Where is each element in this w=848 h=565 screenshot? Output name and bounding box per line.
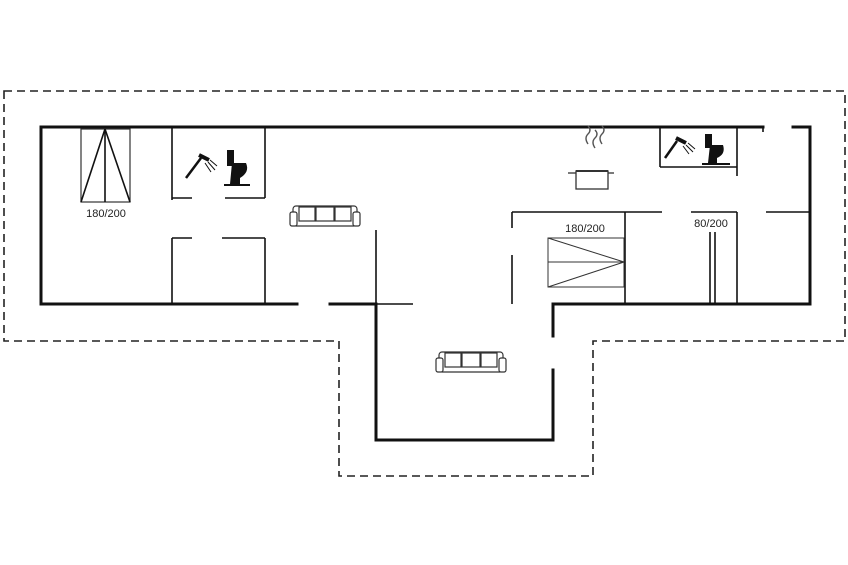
sofa-icon (435, 351, 507, 373)
shower-icon (663, 136, 696, 159)
sofa-icon (289, 205, 361, 227)
terrace-outline (3, 90, 846, 477)
bed-size-label-left: 180/200 (86, 208, 126, 220)
exterior-walls (39, 125, 812, 442)
toilet-icon (224, 150, 250, 186)
interior-walls (171, 127, 810, 305)
shower-icon (185, 153, 218, 179)
toilet-icon (702, 134, 730, 165)
cooking-pot-icon (568, 125, 614, 190)
bed-size-label-small: 80/200 (694, 218, 728, 230)
bed-icon (80, 128, 131, 203)
bed-icon (547, 237, 625, 288)
bed-size-label-right: 180/200 (565, 223, 605, 235)
